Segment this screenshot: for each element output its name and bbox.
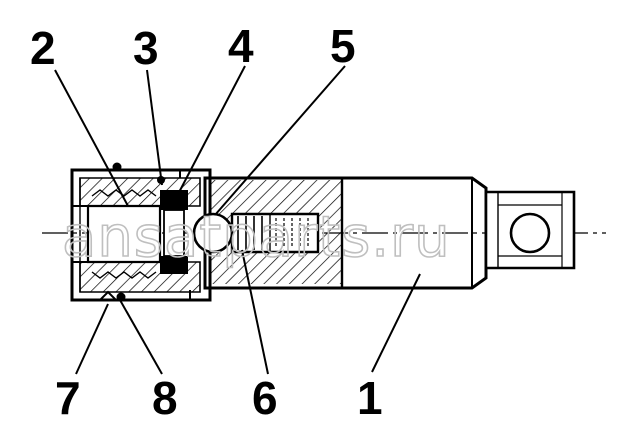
callout-3: 3: [133, 22, 159, 74]
callout-8: 8: [152, 372, 178, 424]
watermark: ansatparts.ru: [62, 205, 451, 270]
callout-1: 1: [357, 372, 383, 424]
callout-4: 4: [228, 20, 254, 72]
callout-6: 6: [252, 372, 278, 424]
leader-lines: [54, 65, 421, 375]
seat-insert: [160, 190, 188, 274]
seal-rings: [99, 162, 165, 302]
spring: [237, 216, 309, 250]
stem: [484, 190, 576, 270]
callout-2: 2: [30, 22, 56, 74]
callout-5: 5: [330, 20, 356, 72]
ball: [192, 212, 234, 254]
callout-7: 7: [55, 372, 81, 424]
